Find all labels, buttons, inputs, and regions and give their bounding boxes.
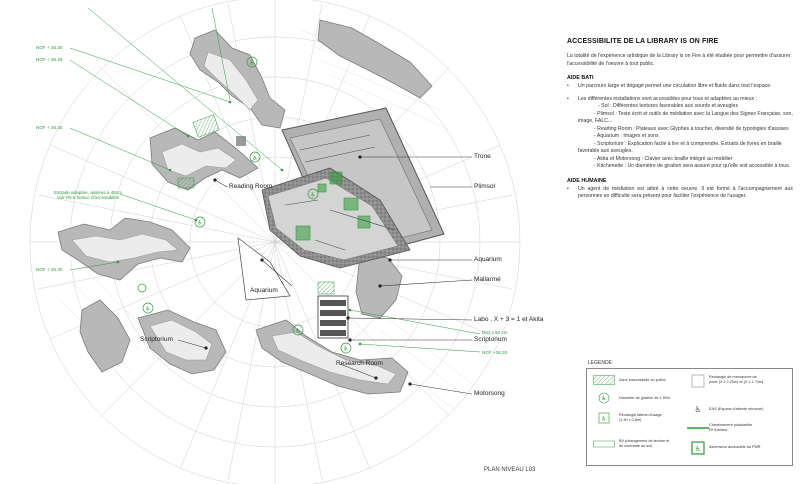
svg-text:♿: ♿ (343, 346, 348, 353)
legend-zone-label: Zone inaccessible au public (619, 378, 666, 382)
sub-item: - Scriptorium : Explication facile à lir… (578, 140, 782, 155)
ngf-label-4: NGF + 36.30 (36, 267, 63, 272)
svg-text:♿: ♿ (145, 306, 150, 313)
intro-paragraph: La totalité de l'expérience artistique d… (567, 53, 791, 67)
legend-bv-label: BV (changement de texture et de contrast… (619, 439, 670, 448)
door-rect-swatch (691, 374, 705, 388)
central-building (261, 107, 445, 269)
label-motorsong: Motorsong (474, 390, 505, 397)
label-scriptorium-left: Scriptorium (140, 336, 173, 343)
legend-ascenseur-label: Ascenseur accessible au PMR (709, 445, 761, 449)
bv-swatch (593, 440, 615, 448)
sub-item: - Plimsol : Texte écrit et outils de méd… (578, 110, 793, 125)
section-heading-aide-humaine: AIDE HUMAINE (567, 177, 607, 184)
legend-diametre-label: Diamètre de giration de 1.50m (619, 396, 671, 400)
sub-item: - Sol : Différentes textures favorables … (598, 103, 739, 110)
list-item: Un parcours large et dégagé permet une c… (567, 83, 793, 91)
label-reading-room: Reading Room (229, 183, 273, 190)
accessibility-text: ACCESSIBILITE DE LA LIBRARY IS ON FIRE L… (567, 38, 793, 206)
legend-eas-label: EAS (Espace d'attente sécurisé) (709, 407, 764, 411)
legend-box: Zone inaccessible au public ♿ Diamètre d… (586, 368, 793, 466)
wheelchair-circle-icon: ♿ (598, 392, 610, 404)
eas-icon: ♿ (694, 405, 701, 414)
leader-lines-green (69, 7, 481, 353)
label-aquarium-center: Aquarium (250, 287, 278, 294)
estrade-annotation: Estrade adaptée, assises à 48cm Voir P9.… (54, 190, 122, 201)
svg-text:♿: ♿ (295, 328, 300, 335)
label-scriptorium-right: Scriptorium (474, 336, 507, 343)
svg-text:♿: ♿ (252, 155, 257, 162)
aide-bati-list: Un parcours large et dégagé permet une c… (567, 83, 793, 171)
svg-text:♿: ♿ (601, 416, 606, 423)
wheelchair-rect-icon: ♿ (598, 412, 610, 424)
svg-text:♿: ♿ (601, 395, 606, 402)
wheelchair-symbols (137, 56, 352, 354)
distance-annotation: Dist ≥ 90 cm (482, 330, 508, 335)
floor-plan-drawing: ♿ ♿ ♿ ♿ ♿ ♿ ♿ (29, 0, 521, 484)
ngf-label-1: NGF + 36.30 (36, 45, 63, 50)
section-heading-aide-bati: AIDE BATI (567, 75, 594, 82)
legend-rect-manoeuvre-label: Rectangle de manoeuvre de porte (X x 2.2… (709, 375, 764, 384)
hatch-zone-swatch (593, 375, 615, 385)
labo-block (317, 295, 349, 339)
svg-text:♿: ♿ (695, 445, 701, 453)
svg-text:♿: ♿ (249, 60, 254, 67)
floor-plan: ♿ ♿ ♿ ♿ ♿ ♿ ♿ (29, 0, 544, 484)
legend: LEGENDE Zone inaccessible au public ♿ Di… (586, 360, 793, 466)
label-aquarium-right: Aquarium (474, 256, 502, 263)
label-labo: Labo , X + 3 = 1 et Akita (474, 316, 544, 323)
leader-lines-black (177, 156, 473, 395)
bullet-text: Un agent de médiation est attiré à cette… (578, 185, 793, 200)
list-item: Les différentes installations sont acces… (567, 96, 793, 171)
sub-item: - Kitchenette : Un diamètre de giration … (594, 163, 791, 170)
legend-rect-lateral-label: Rectangle latéral d'usage (1.30 x 0.8m) (619, 413, 662, 422)
bullet-text: Les différentes installations sont acces… (578, 95, 757, 102)
label-trone: Trone (474, 153, 491, 160)
legend-title: LEGENDE (588, 360, 612, 366)
svg-text:♿: ♿ (310, 192, 315, 199)
svg-text:♿: ♿ (197, 220, 202, 227)
aide-humaine-list: Un agent de médiation est attiré à cette… (567, 186, 793, 201)
label-mallarme: Mallarmé (474, 276, 501, 283)
sub-item: - Reading Room : Plateaux avec Glyphes à… (594, 125, 789, 132)
sub-item: - Akita et Motorsong : Clavier avec brai… (594, 155, 733, 162)
label-plimsol: Plimsol (474, 183, 495, 190)
pmr-elevator-icon: ♿ (691, 441, 705, 455)
bullet-text: Un parcours large et dégagé permet une c… (578, 83, 772, 90)
svg-text:♿: ♿ (694, 405, 701, 414)
legend-cheminement-label: Cheminement podotactile Fil d'ariane (709, 423, 753, 432)
page-title: ACCESSIBILITE DE LA LIBRARY IS ON FIRE (567, 38, 719, 45)
ngf-label-5: NGF +36.30 (482, 350, 508, 355)
ngf-label-2: NGF + 36.29 (36, 57, 63, 62)
aquarium-center-shape (237, 237, 291, 301)
plan-title: PLAN NIVEAU L03 (484, 467, 536, 473)
list-item: Un agent de médiation est attiré à cette… (567, 186, 793, 201)
label-research-room: Research Room (336, 360, 383, 367)
ngf-label-3: NGF + 36.30 (36, 125, 63, 130)
sub-item: - Aquarium : Images et sons (594, 133, 659, 140)
tactile-path-swatch (687, 427, 709, 429)
